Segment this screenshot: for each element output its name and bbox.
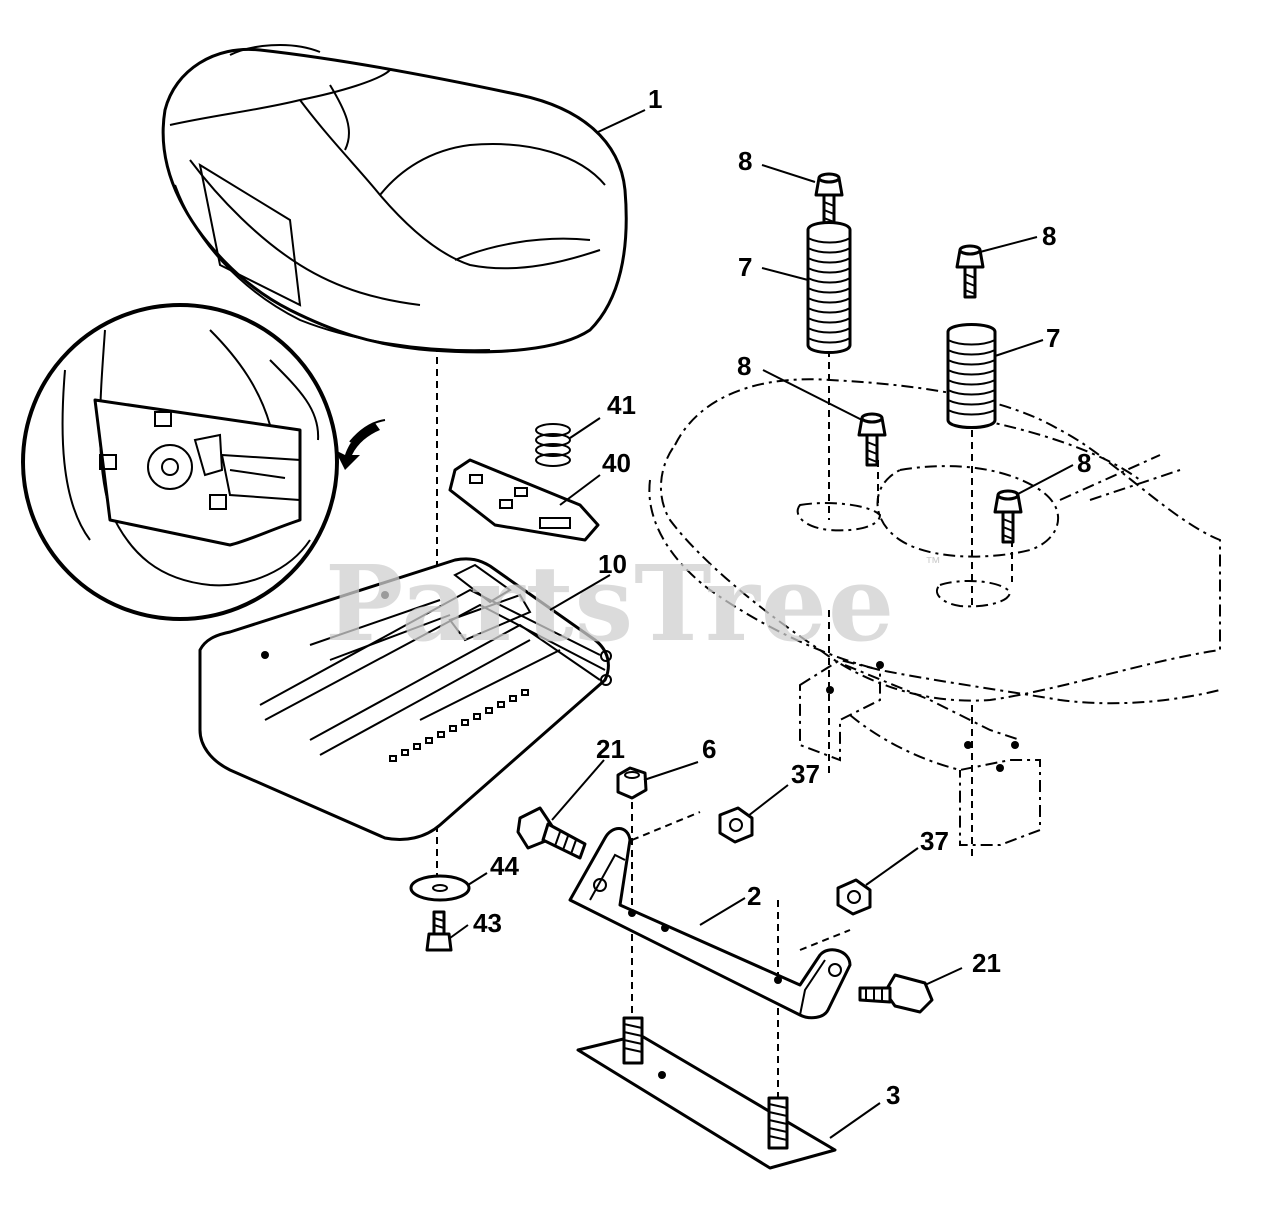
callout-41: 41 xyxy=(607,390,636,420)
shoulder-bolt-21-right xyxy=(858,973,934,1014)
bolt-8-mid-left xyxy=(857,412,887,467)
bolt-8-mid-right xyxy=(993,489,1023,544)
nut-37-upper xyxy=(718,806,754,844)
nut-37-lower xyxy=(836,878,872,916)
callout-43: 43 xyxy=(473,908,502,938)
watermark: PartsTree ™ xyxy=(325,542,941,665)
callout-3: 3 xyxy=(886,1080,900,1110)
callout-8-mid-left: 8 xyxy=(737,351,751,381)
bolt-8-top-right xyxy=(955,244,985,299)
latch-plate-40 xyxy=(448,458,600,542)
callout-37-lower: 37 xyxy=(920,826,949,856)
bolt-8-top-left xyxy=(814,172,844,227)
leader-lines xyxy=(449,109,1074,1139)
callout-21-left: 21 xyxy=(596,734,625,764)
callout-10: 10 xyxy=(598,549,627,579)
spring-41 xyxy=(535,423,571,467)
spring-7-right xyxy=(946,323,997,429)
shoulder-bolt-21-left xyxy=(516,806,587,860)
seat-pan-10 xyxy=(198,557,612,841)
detail-inset xyxy=(21,303,386,621)
bracket-2 xyxy=(568,827,852,1020)
watermark-trademark: ™ xyxy=(925,555,941,572)
watermark-text: PartsTree xyxy=(325,542,895,665)
callout-8-top-right: 8 xyxy=(1042,221,1056,251)
spring-7-left xyxy=(806,221,852,354)
callout-44: 44 xyxy=(490,851,519,881)
seat xyxy=(161,43,628,354)
callout-2: 2 xyxy=(747,881,761,911)
nut-6 xyxy=(616,766,648,800)
callout-8-top-left: 8 xyxy=(738,146,752,176)
callout-7-right: 7 xyxy=(1046,323,1060,353)
bolt-43 xyxy=(425,910,453,952)
washer-44 xyxy=(409,874,471,902)
callout-21-right: 21 xyxy=(972,948,1001,978)
callout-labels: 1 8 8 7 7 8 8 41 40 10 21 6 37 37 44 43 … xyxy=(473,84,1091,1110)
callout-8-mid-right: 8 xyxy=(1077,448,1091,478)
fender-outline xyxy=(648,378,1221,846)
callout-7-left: 7 xyxy=(738,252,752,282)
callout-1: 1 xyxy=(648,84,662,114)
callout-6: 6 xyxy=(702,734,716,764)
callout-37-upper: 37 xyxy=(791,759,820,789)
base-plate-3 xyxy=(576,1016,837,1170)
callout-40: 40 xyxy=(602,448,631,478)
